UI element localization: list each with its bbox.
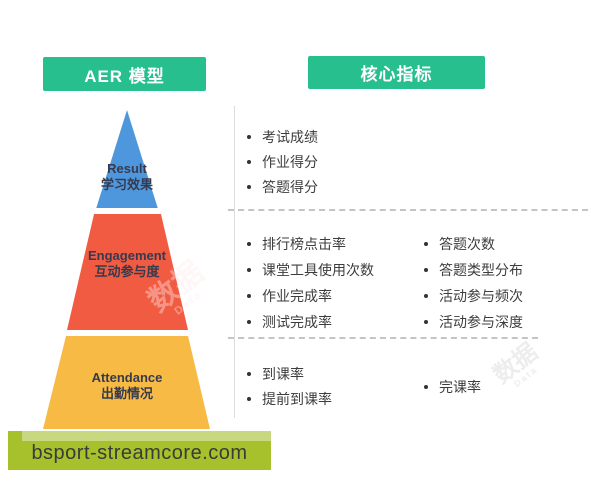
model-header: AER 模型 [43,57,206,91]
indicator-label: 课堂工具使用次数 [262,262,374,278]
list-item: 提前到课率 [247,386,332,411]
indicators-header-label: 核心指标 [360,65,433,84]
indicator-label: 作业得分 [262,153,318,170]
bullet-icon [247,320,251,324]
section-divider-dashed [228,209,588,211]
result-indicator-list: 考试成绩 作业得分 答题得分 [247,124,318,199]
list-item: 考试成绩 [247,124,318,149]
bullet-icon [247,159,251,164]
attendance-indicator-list-col2: 完课率 [424,374,481,399]
tier-label-result-zh: 学习效果 [100,177,153,192]
watermark-text: 数据 [488,338,543,390]
list-item: 答题得分 [247,174,318,199]
attendance-indicator-list-col1: 到课率 提前到课率 [247,361,332,411]
list-item: 答题次数 [424,231,523,257]
tier-label-result-en: Result [107,161,147,176]
tier-label-engagement-en: Engagement [87,248,166,263]
indicator-label: 考试成绩 [262,128,318,145]
list-item: 作业得分 [247,149,318,174]
list-item: 活动参与深度 [424,309,523,335]
bullet-icon [247,242,251,246]
indicator-label: 答题类型分布 [439,262,523,278]
watermark-secondary: 数据 Data [488,338,548,396]
column-divider [234,106,235,418]
site-watermark-bar: bsport-streamcore.com [8,431,271,470]
list-item: 到课率 [247,361,332,386]
site-domain-label: bsport-streamcore.com [31,442,248,464]
bullet-icon [424,268,428,272]
list-item: 活动参与频次 [424,283,523,309]
bullet-icon [424,242,428,246]
indicators-header: 核心指标 [308,56,485,89]
bullet-icon [247,134,251,139]
list-item: 答题类型分布 [424,257,523,283]
list-item: 排行榜点击率 [247,231,374,257]
list-item: 完课率 [424,374,481,399]
list-item: 作业完成率 [247,283,374,309]
indicator-label: 答题次数 [439,236,495,252]
indicator-label: 排行榜点击率 [262,236,346,252]
indicator-label: 答题得分 [262,178,318,195]
watermark-subtext: Data [511,364,540,390]
tier-label-engagement-zh: 互动参与度 [94,264,160,279]
tier-label-attendance: Attendance 出勤情况 [52,370,202,402]
tier-label-engagement: Engagement 互动参与度 [67,248,187,280]
indicator-label: 活动参与深度 [439,314,523,330]
list-item: 测试完成率 [247,309,374,335]
bullet-icon [247,371,251,376]
indicator-label: 活动参与频次 [439,288,523,304]
bullet-icon [247,268,251,272]
bullet-icon [424,320,428,324]
indicator-label: 作业完成率 [262,288,332,304]
tier-label-result: Result 学习效果 [77,161,177,193]
indicator-label: 测试完成率 [262,314,332,330]
engagement-indicator-list-col2: 答题次数 答题类型分布 活动参与频次 活动参与深度 [424,231,523,335]
indicator-label: 到课率 [262,365,304,382]
bullet-icon [247,184,251,189]
tier-label-attendance-zh: 出勤情况 [100,386,153,401]
model-header-label: AER 模型 [84,66,165,86]
section-divider-dashed [228,337,538,339]
pyramid-tier-result [96,110,158,208]
bullet-icon [424,294,428,298]
pyramid-tier-attendance [43,336,210,429]
bullet-icon [424,384,428,389]
indicator-label: 完课率 [439,378,481,395]
indicator-label: 提前到课率 [262,390,332,407]
bullet-icon [247,396,251,401]
bullet-icon [247,294,251,298]
engagement-indicator-list-col1: 排行榜点击率 课堂工具使用次数 作业完成率 测试完成率 [247,231,374,335]
tier-label-attendance-en: Attendance [91,370,163,385]
site-watermark-bar-highlight [22,431,271,441]
list-item: 课堂工具使用次数 [247,257,374,283]
